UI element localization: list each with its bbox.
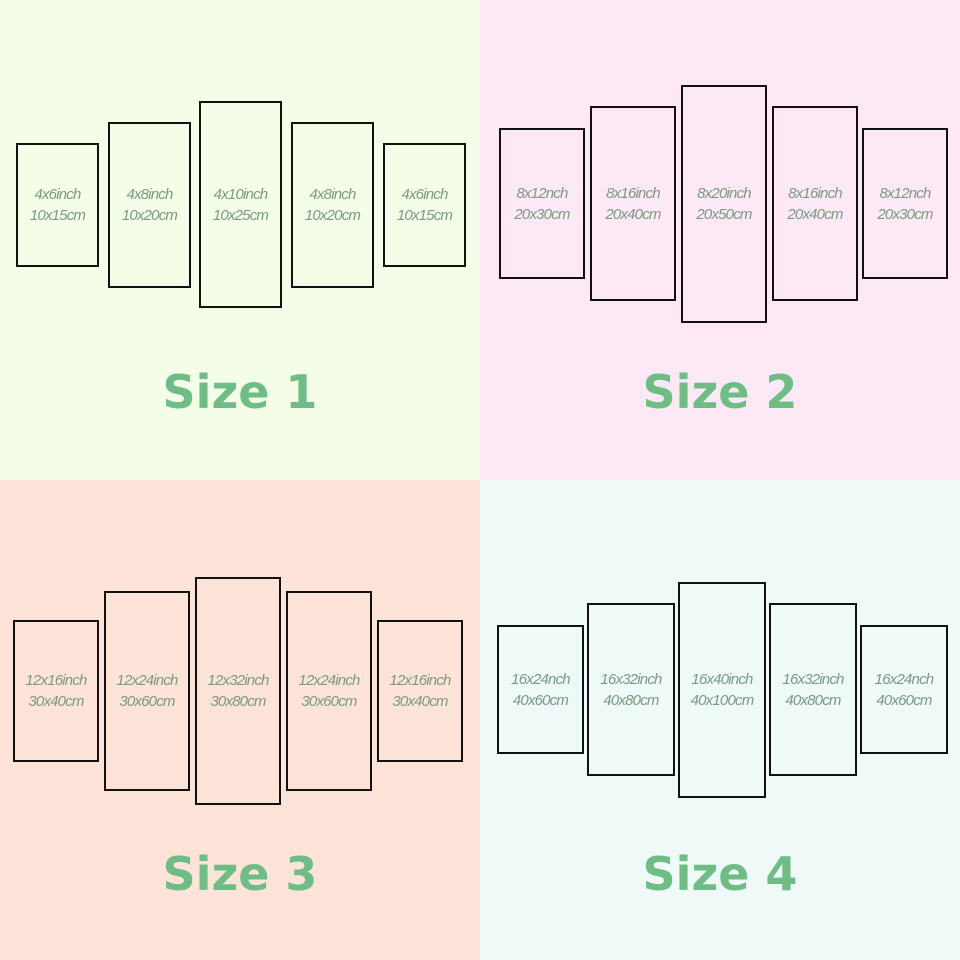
canvas-panel: 8x16inch 20x40cm bbox=[590, 106, 676, 301]
panel-cm-label: 10x15cm bbox=[29, 207, 86, 224]
panel-cm-label: 40x80cm bbox=[603, 691, 659, 709]
panel-inch-label: 16x32inch bbox=[600, 670, 662, 688]
panel-inch-label: 8x12nch bbox=[879, 184, 931, 202]
canvas-panel: 4x8inch 10x20cm bbox=[291, 122, 374, 288]
size-label: Size 1 bbox=[162, 365, 318, 419]
panel-dimensions: 4x8inch 10x20cm bbox=[110, 184, 189, 226]
canvas-panel: 12x24inch 30x60cm bbox=[286, 591, 372, 791]
size-label: Size 3 bbox=[162, 847, 318, 901]
panel-dimensions: 16x24nch 40x60cm bbox=[862, 669, 946, 711]
panel-cm-label: 20x50cm bbox=[696, 206, 752, 223]
panel-cm-label: 10x20cm bbox=[121, 207, 178, 224]
panel-dimensions: 16x32inch 40x80cm bbox=[771, 669, 855, 711]
canvas-panel: 12x24inch 30x60cm bbox=[104, 591, 190, 791]
panel-dimensions: 12x32inch 30x80cm bbox=[197, 670, 279, 712]
panel-cm-label: 40x60cm bbox=[512, 691, 569, 709]
canvas-panel: 12x16inch 30x40cm bbox=[13, 620, 99, 762]
panel-dimensions: 12x24inch 30x60cm bbox=[106, 670, 188, 712]
panel-dimensions: 4x6inch 10x15cm bbox=[385, 184, 464, 226]
size-label: Size 2 bbox=[642, 365, 798, 419]
panel-inch-label: 4x6inch bbox=[34, 186, 81, 203]
panel-inch-label: 8x16inch bbox=[788, 184, 842, 202]
panel-inch-label: 16x24nch bbox=[511, 670, 570, 688]
panel-inch-label: 12x32inch bbox=[207, 672, 269, 689]
panel-cm-label: 10x20cm bbox=[304, 207, 361, 224]
canvas-panel: 4x8inch 10x20cm bbox=[108, 122, 191, 288]
canvas-panel: 16x24nch 40x60cm bbox=[497, 625, 584, 754]
panel-cm-label: 20x40cm bbox=[787, 205, 843, 223]
panel-cm-label: 10x25cm bbox=[212, 206, 269, 224]
canvas-panel: 8x20inch 20x50cm bbox=[681, 85, 767, 323]
panel-inch-label: 4x8inch bbox=[309, 186, 356, 203]
canvas-panel: 8x12nch 20x30cm bbox=[499, 128, 585, 279]
canvas-panel: 16x40inch 40x100cm bbox=[678, 582, 766, 798]
size-4-quadrant: 16x24nch 40x60cm 16x32inch 40x80cm 16x40… bbox=[480, 480, 960, 960]
panel-dimensions: 12x24inch 30x60cm bbox=[288, 670, 370, 712]
panel-dimensions: 8x12nch 20x30cm bbox=[501, 183, 583, 225]
panel-cm-label: 30x40cm bbox=[392, 693, 448, 710]
panel-dimensions: 12x16inch 30x40cm bbox=[379, 670, 461, 712]
panel-cm-label: 20x30cm bbox=[514, 205, 570, 223]
panel-cm-label: 40x100cm bbox=[690, 692, 755, 709]
size-label: Size 4 bbox=[642, 847, 798, 901]
size-3-quadrant: 12x16inch 30x40cm 12x24inch 30x60cm 12x3… bbox=[0, 480, 480, 960]
panel-cm-label: 40x60cm bbox=[876, 691, 932, 709]
panel-dimensions: 8x16inch 20x40cm bbox=[592, 183, 674, 225]
canvas-panel: 16x32inch 40x80cm bbox=[587, 603, 675, 776]
panel-inch-label: 4x6inch bbox=[401, 186, 448, 203]
canvas-panel: 12x16inch 30x40cm bbox=[377, 620, 463, 762]
panel-dimensions: 16x24nch 40x60cm bbox=[499, 669, 582, 711]
panel-cm-label: 30x40cm bbox=[28, 693, 84, 710]
canvas-panel: 4x10inch 10x25cm bbox=[199, 101, 282, 308]
panel-dimensions: 12x16inch 30x40cm bbox=[15, 670, 97, 712]
panel-inch-label: 8x16inch bbox=[606, 184, 660, 202]
panel-dimensions: 4x10inch 10x25cm bbox=[201, 184, 280, 226]
panel-inch-label: 16x32inch bbox=[782, 670, 844, 688]
panel-inch-label: 8x12nch bbox=[516, 184, 568, 202]
canvas-panel: 4x6inch 10x15cm bbox=[16, 143, 99, 267]
canvas-panel: 16x32inch 40x80cm bbox=[769, 603, 857, 776]
panel-inch-label: 12x24inch bbox=[116, 672, 178, 689]
panel-cm-label: 20x30cm bbox=[877, 205, 933, 223]
panel-inch-label: 16x40inch bbox=[691, 671, 753, 688]
panel-inch-label: 12x24inch bbox=[298, 672, 360, 689]
panel-cm-label: 30x60cm bbox=[301, 693, 357, 710]
panel-cm-label: 10x15cm bbox=[396, 207, 453, 224]
panel-dimensions: 8x20inch 20x50cm bbox=[683, 183, 765, 225]
panel-inch-label: 4x10inch bbox=[213, 185, 268, 203]
panel-inch-label: 12x16inch bbox=[389, 672, 451, 689]
size-2-quadrant: 8x12nch 20x30cm 8x16inch 20x40cm 8x20inc… bbox=[480, 0, 960, 480]
panel-inch-label: 12x16inch bbox=[25, 672, 87, 689]
panel-dimensions: 4x8inch 10x20cm bbox=[293, 184, 372, 226]
panel-inch-label: 16x24nch bbox=[874, 670, 934, 688]
canvas-panel: 12x32inch 30x80cm bbox=[195, 577, 281, 805]
panel-cm-label: 20x40cm bbox=[605, 205, 661, 223]
panel-dimensions: 8x16inch 20x40cm bbox=[774, 183, 856, 225]
panel-inch-label: 8x20inch bbox=[697, 185, 751, 202]
panel-cm-label: 30x80cm bbox=[210, 693, 266, 710]
canvas-panel: 4x6inch 10x15cm bbox=[383, 143, 466, 267]
canvas-panel: 8x16inch 20x40cm bbox=[772, 106, 858, 301]
panel-cm-label: 30x60cm bbox=[119, 693, 175, 710]
size-1-quadrant: 4x6inch 10x15cm 4x8inch 10x20cm 4x10inch… bbox=[0, 0, 480, 480]
panel-dimensions: 8x12nch 20x30cm bbox=[864, 183, 946, 225]
panel-dimensions: 16x40inch 40x100cm bbox=[680, 669, 764, 711]
canvas-panel: 16x24nch 40x60cm bbox=[860, 625, 948, 754]
panel-inch-label: 4x8inch bbox=[126, 186, 173, 203]
canvas-panel: 8x12nch 20x30cm bbox=[862, 128, 948, 279]
panel-dimensions: 16x32inch 40x80cm bbox=[589, 669, 673, 711]
panel-cm-label: 40x80cm bbox=[785, 691, 841, 709]
panel-dimensions: 4x6inch 10x15cm bbox=[18, 184, 97, 226]
